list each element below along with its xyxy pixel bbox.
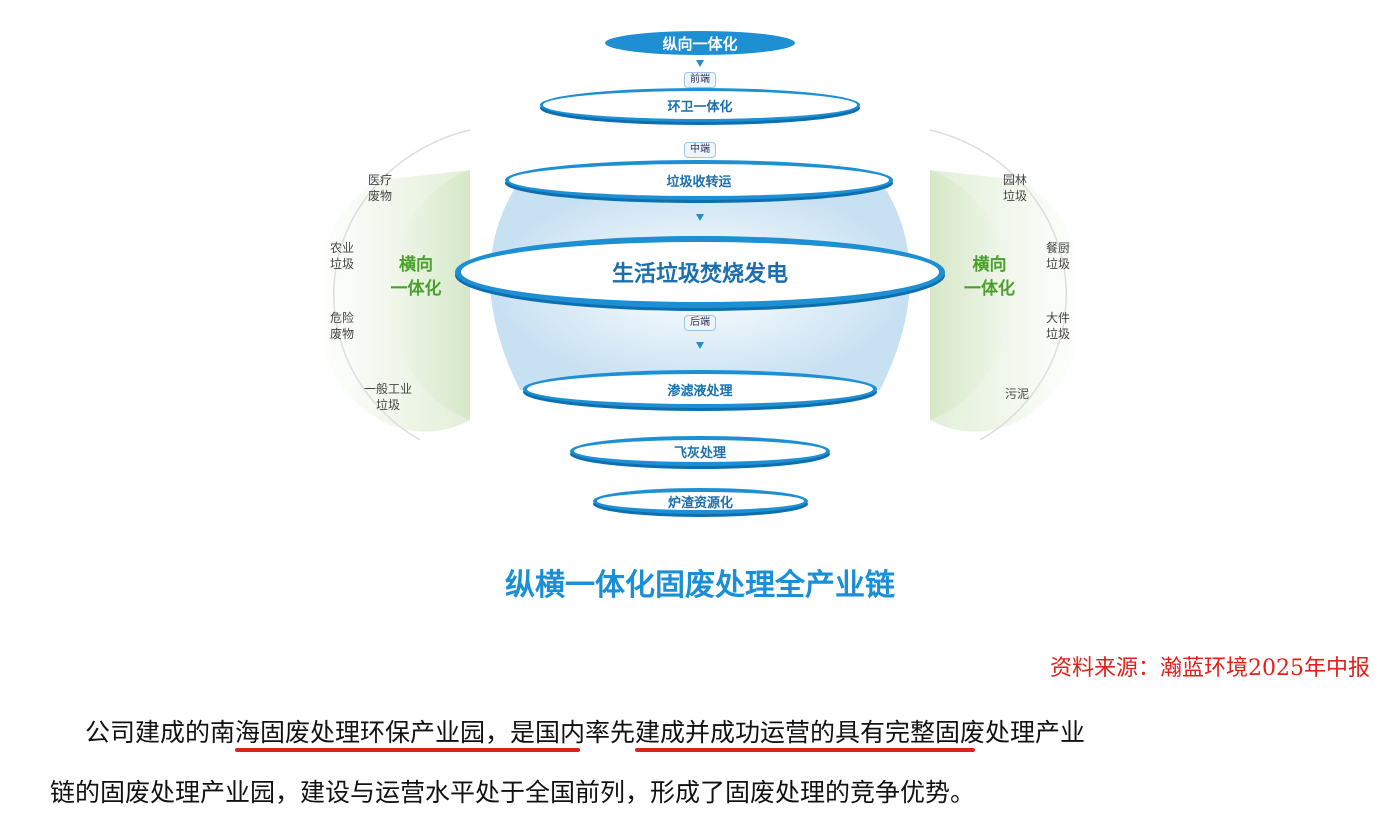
stage-sanitation: 环卫一体化 [540,88,860,122]
source-note: 资料来源：瀚蓝环境2025年中报 [1050,656,1370,681]
paragraph-line-1: 公司建成的南海固废处理环保产业园，是国内率先建成并成功运营的具有完整固废处理产业 [85,718,1086,747]
right-item-garden: 园林垃圾 [1002,173,1027,203]
underline-pioneer [635,748,975,752]
tag-mid-end: 中端 [684,142,716,158]
left-item-medical: 医疗废物 [367,173,392,203]
vertical-integration-pill: 纵向一体化 [605,31,795,55]
stage-incineration-power: 生活垃圾焚烧发电 [455,236,945,308]
left-item-agricultural: 农业垃圾 [329,241,354,271]
diagram-title: 纵横一体化固废处理全产业链 [505,568,895,603]
arrow-icon [696,60,704,67]
stage-fly-ash: 飞灰处理 [570,436,830,466]
label: 一体化 [390,279,442,299]
underline-park [235,748,580,752]
stage-leachate: 渗滤液处理 [523,370,877,408]
tag-back-end: 后端 [684,315,716,331]
stage-collection-transfer: 垃圾收转运 [505,160,893,200]
paragraph-line-2: 链的固废处理产业园，建设与运营水平处于全国前列，形成了固废处理的竞争优势。 [50,778,976,807]
label: 横向 [399,255,433,275]
right-item-kitchen: 餐厨垃圾 [1045,241,1070,271]
left-item-hazardous: 危险废物 [329,311,354,341]
stage-slag-recycling: 炉渣资源化 [593,488,808,514]
right-item-sludge: 污泥 [1004,387,1029,401]
horizontal-integration-left: 横向一体化 [376,253,456,301]
left-item-industrial: 一般工业垃圾 [363,382,412,412]
right-item-bulky: 大件垃圾 [1045,311,1070,341]
arrow-icon [696,214,704,221]
horizontal-integration-right: 横向一体化 [964,255,1015,299]
tag-front-end: 前端 [684,72,716,88]
arrow-icon [696,342,704,349]
